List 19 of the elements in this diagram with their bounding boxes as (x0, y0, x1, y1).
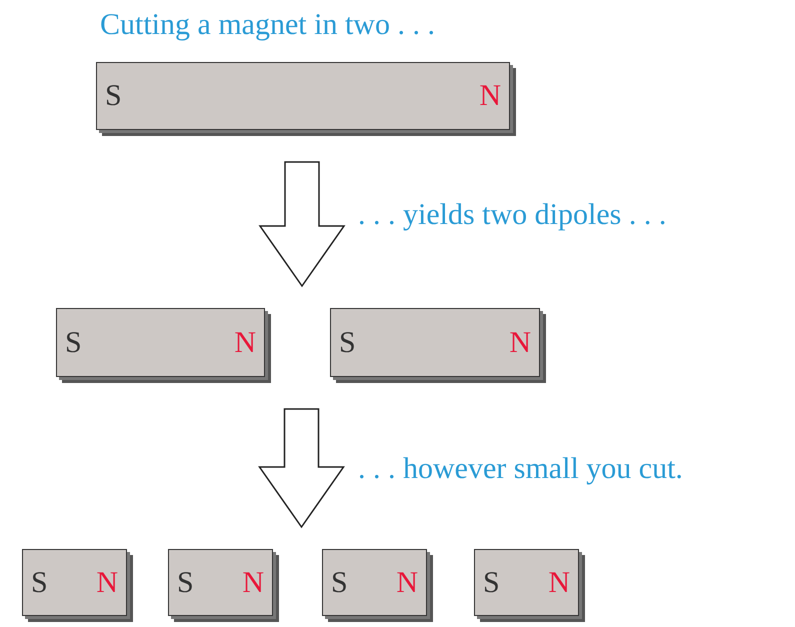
south-pole-label: S (65, 328, 82, 358)
south-pole-label: S (339, 328, 356, 358)
caption-text: . . . however small you cut. (358, 454, 683, 484)
hollow-arrow (258, 408, 345, 528)
north-pole-label: N (479, 81, 501, 111)
south-pole-label: S (483, 568, 500, 598)
caption-text: . . . yields two dipoles . . . (358, 200, 666, 230)
north-pole-label: N (96, 568, 118, 598)
hollow-arrow (258, 161, 346, 288)
north-pole-label: N (396, 568, 418, 598)
north-pole-label: N (509, 328, 531, 358)
south-pole-label: S (331, 568, 348, 598)
north-pole-label: N (234, 328, 256, 358)
south-pole-label: S (177, 568, 194, 598)
north-pole-label: N (548, 568, 570, 598)
title: Cutting a magnet in two . . . (100, 10, 435, 40)
south-pole-label: S (105, 81, 122, 111)
south-pole-label: S (31, 568, 48, 598)
north-pole-label: N (242, 568, 264, 598)
